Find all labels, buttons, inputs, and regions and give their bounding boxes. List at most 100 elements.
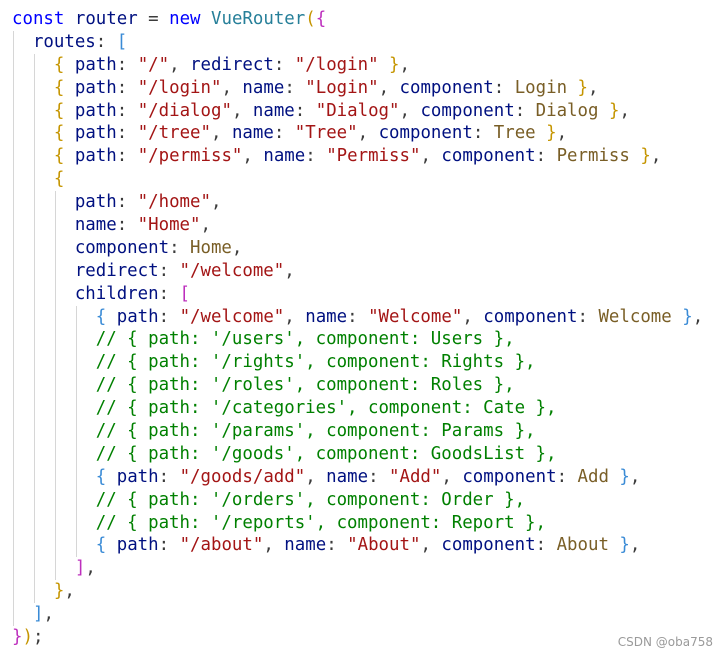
token-string-literal: "/tree" xyxy=(137,123,211,144)
indent-guide xyxy=(33,328,35,352)
indent-guide xyxy=(33,465,35,489)
indent-guide xyxy=(75,442,77,466)
token-punctuation xyxy=(379,55,389,75)
indent-guide xyxy=(33,259,35,283)
token-string-literal: "/permiss" xyxy=(137,146,243,167)
token-bracket: } xyxy=(577,77,589,98)
indent-guide xyxy=(33,214,35,237)
indent-space xyxy=(12,467,96,487)
indent-guide xyxy=(75,511,77,535)
indent-guide xyxy=(13,557,14,581)
indent-space xyxy=(12,55,54,75)
token-string-literal: "Welcome" xyxy=(368,306,463,327)
indent-guide xyxy=(33,122,35,146)
token-bracket: { xyxy=(95,466,107,487)
token-bracket: { xyxy=(53,169,65,190)
indent-guide xyxy=(33,282,35,306)
token-punctuation: , xyxy=(211,123,232,144)
token-punctuation: , xyxy=(420,535,442,556)
indent-space xyxy=(12,215,75,235)
token-punctuation: , xyxy=(629,535,641,556)
indent-space xyxy=(12,261,75,281)
indent-guide xyxy=(13,99,14,123)
indent-guide xyxy=(13,351,14,375)
indent-guide xyxy=(33,191,35,215)
token-punctuation: : xyxy=(273,54,295,75)
indent-space xyxy=(12,101,54,121)
token-punctuation: : xyxy=(158,466,180,487)
code-line: ], xyxy=(12,603,703,627)
token-property-name: path xyxy=(116,535,159,556)
token-punctuation: : xyxy=(95,31,117,52)
indent-guide xyxy=(13,305,14,329)
token-property-name: path xyxy=(74,77,117,98)
token-punctuation: , xyxy=(619,100,630,121)
token-identifier: About xyxy=(556,535,609,556)
indent-guide xyxy=(13,145,14,169)
indent-guide xyxy=(75,465,77,489)
code-line: // { path: '/roles', component: Roles }, xyxy=(12,374,703,398)
indent-guide xyxy=(33,374,35,398)
token-punctuation: , xyxy=(399,54,411,75)
code-line: // { path: '/orders', component: Order }… xyxy=(12,488,703,512)
token-punctuation: , xyxy=(588,77,599,98)
token-punctuation: , xyxy=(305,466,327,487)
token-property-name: name xyxy=(242,77,285,98)
token-bracket: } xyxy=(619,535,630,556)
token-punctuation: , xyxy=(231,100,253,121)
indent-guide xyxy=(13,603,14,627)
indent-guide xyxy=(54,191,56,215)
token-punctuation xyxy=(64,78,74,98)
token-punctuation xyxy=(64,101,74,121)
token-punctuation xyxy=(64,146,74,166)
token-punctuation: , xyxy=(169,54,191,75)
indent-guide xyxy=(33,488,35,512)
token-punctuation: : xyxy=(116,192,138,213)
code-line: routes: [ xyxy=(12,30,703,54)
indent-guide xyxy=(13,511,14,535)
token-property-name: path xyxy=(74,192,117,213)
token-punctuation xyxy=(201,9,211,29)
token-string-literal: "/welcome" xyxy=(179,260,285,281)
code-line: }, xyxy=(12,580,703,604)
indent-guide xyxy=(33,305,35,329)
token-bracket: } xyxy=(682,306,693,327)
indent-guide xyxy=(75,397,77,421)
token-punctuation: , xyxy=(692,306,704,327)
indent-guide xyxy=(13,168,14,192)
token-punctuation: = xyxy=(137,9,170,29)
token-comment: // { path: '/rights', component: Rights … xyxy=(95,352,536,373)
indent-guide xyxy=(13,236,14,260)
indent-guide xyxy=(75,420,77,443)
token-punctuation: : xyxy=(556,466,578,487)
token-punctuation: : xyxy=(116,100,138,121)
code-line: { path: "/tree", name: "Tree", component… xyxy=(12,122,703,146)
token-string-literal: "/dialog" xyxy=(137,100,232,121)
token-bracket: ( xyxy=(305,9,316,29)
indent-guide xyxy=(13,397,14,421)
token-property-name: children xyxy=(74,283,159,304)
token-punctuation: : xyxy=(158,535,180,556)
indent-space xyxy=(12,192,75,212)
token-identifier: Dialog xyxy=(535,100,599,121)
indent-space xyxy=(12,238,75,258)
token-bracket: { xyxy=(95,306,107,327)
token-punctuation: : xyxy=(116,77,138,98)
code-line: // { path: '/params', component: Params … xyxy=(12,420,703,443)
indent-guide xyxy=(33,442,35,466)
indent-guide xyxy=(13,30,14,54)
token-punctuation: : xyxy=(116,123,138,144)
indent-space xyxy=(12,375,96,395)
code-editor[interactable]: const router = new VueRouter({ routes: [… xyxy=(12,8,703,649)
indent-guide xyxy=(33,76,35,100)
indent-guide xyxy=(13,122,14,146)
token-string-literal: "Home" xyxy=(137,215,201,236)
token-property-name: component xyxy=(378,123,473,144)
indent-guide xyxy=(13,191,14,215)
token-punctuation: , xyxy=(462,306,484,327)
indent-guide xyxy=(54,397,56,421)
token-keyword: const xyxy=(12,9,65,29)
indent-space xyxy=(12,421,96,441)
token-punctuation: , xyxy=(200,215,211,236)
indent-guide xyxy=(13,442,14,466)
